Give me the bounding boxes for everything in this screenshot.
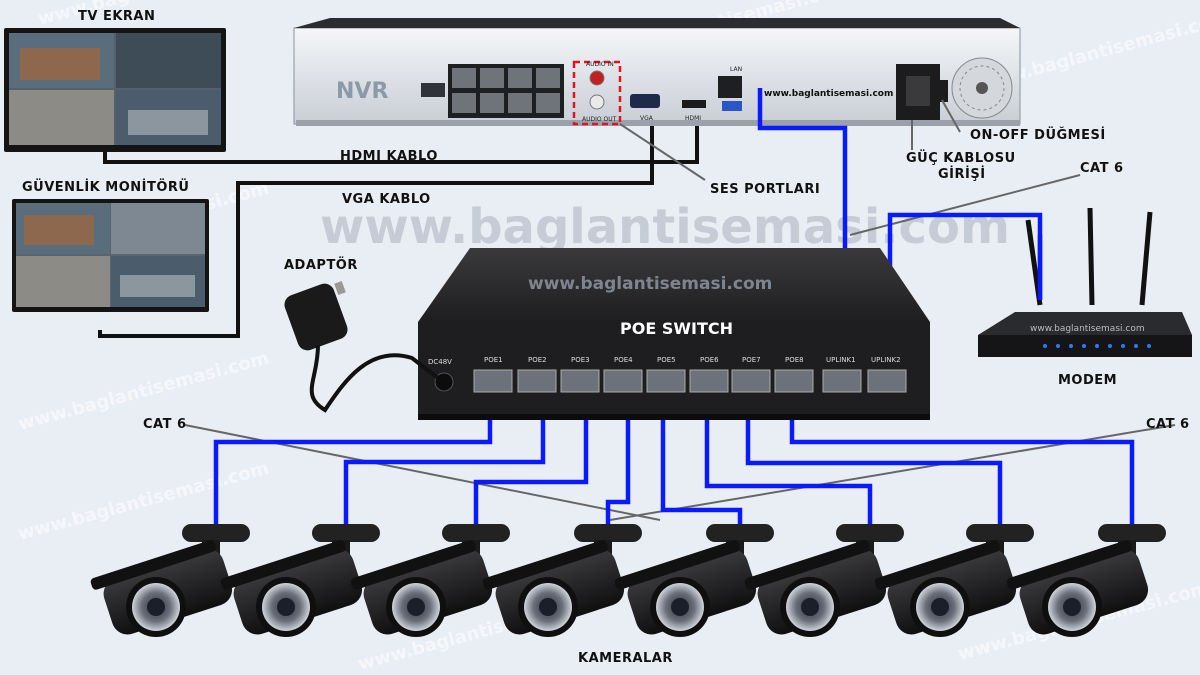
switch-watermark: www.baglantisemasi.com <box>528 274 772 294</box>
vga-cable-line <box>98 118 654 338</box>
tv-screen <box>4 28 226 152</box>
uplink-port-label: UPLINK2 <box>871 356 901 364</box>
poe-switch: POE SWITCH www.baglantisemasi.com DC48V … <box>418 248 930 420</box>
camera <box>482 524 642 637</box>
uplink-port <box>867 369 907 393</box>
poe4-cable <box>605 395 631 530</box>
poe-port <box>646 369 686 393</box>
poe-port <box>774 369 814 393</box>
on-off-switch-label: ON-OFF DÜĞMESİ <box>970 127 1106 143</box>
video-cables <box>98 118 699 338</box>
nvr-device: NVR AUDIO IN AUDIO OUT VGA HDMI LAN ww <box>293 18 1021 126</box>
modem-leds <box>1043 344 1151 348</box>
audio-out-port <box>589 94 605 110</box>
poe-port-label: POE2 <box>528 356 547 364</box>
cat6-label-left: CAT 6 <box>143 417 187 432</box>
nvr-to-uplink1-cable <box>757 88 848 355</box>
dc-port-label: DC48V <box>428 358 452 366</box>
audio-out-label: AUDIO OUT <box>582 116 617 123</box>
poe3-cable <box>473 395 589 530</box>
poe-port-label: POE6 <box>700 356 719 364</box>
nvr-usb-port <box>722 101 742 111</box>
uplink-port <box>822 369 862 393</box>
modem: www.baglantisemasi.com <box>978 207 1192 357</box>
poe-port-label: POE5 <box>657 356 676 364</box>
power-input-label-line2: GİRİŞİ <box>938 166 986 182</box>
poe-port <box>517 369 557 393</box>
dc-power-port <box>434 372 454 392</box>
poe-port <box>603 369 643 393</box>
hdmi-cable-line <box>103 118 699 164</box>
camera <box>874 524 1034 637</box>
audio-ports-label: SES PORTLARI <box>710 182 820 197</box>
modem-label: MODEM <box>1058 373 1117 388</box>
poe7-cable <box>745 395 1003 530</box>
power-adapter <box>284 280 440 413</box>
hdmi-port-label: HDMI <box>685 115 701 122</box>
poe-switch-label: POE SWITCH <box>620 319 733 338</box>
poe-port <box>473 369 513 393</box>
adapter-label: ADAPTÖR <box>284 257 358 273</box>
poe-port <box>560 369 600 393</box>
tv-screen-label: TV EKRAN <box>78 9 155 24</box>
camera <box>614 524 774 637</box>
audio-ports-highlight <box>572 60 622 126</box>
poe-port-label: POE3 <box>571 356 590 364</box>
camera <box>90 524 250 637</box>
power-input-label-line1: GÜÇ KABLOSU <box>906 150 1016 166</box>
poe-port <box>689 369 729 393</box>
poe5-cable <box>660 395 743 530</box>
cat6-label-right: CAT 6 <box>1146 417 1190 432</box>
vga-port-label: VGA <box>640 115 654 122</box>
audio-in-label: AUDIO IN <box>586 61 614 68</box>
lan-port-label: LAN <box>730 66 742 73</box>
nvr-label: NVR <box>336 79 388 104</box>
vga-cable-label: VGA KABLO <box>342 192 431 207</box>
audio-in-port <box>589 70 605 86</box>
nvr-terminal <box>421 83 445 97</box>
watermark-text: www.baglantisemasi.com <box>36 0 291 30</box>
vga-port <box>630 94 660 108</box>
camera <box>744 524 904 637</box>
poe-port <box>731 369 771 393</box>
switch-ports <box>473 369 907 393</box>
poe-port-label: POE8 <box>785 356 804 364</box>
uplink-port-label: UPLINK1 <box>826 356 856 364</box>
nvr-lan-port <box>718 76 742 98</box>
nvr-poe-ports <box>448 64 564 118</box>
security-monitor-label: GÜVENLİK MONİTÖRÜ <box>22 179 189 195</box>
center-watermark: www.baglantisemasi.com <box>320 199 1010 255</box>
hdmi-cable-label: HDMI KABLO <box>340 149 438 164</box>
poe-port-label: POE1 <box>484 356 503 364</box>
cameras-label: KAMERALAR <box>578 651 673 666</box>
on-off-switch <box>934 80 948 102</box>
camera <box>350 524 510 637</box>
poe-port-label: POE4 <box>614 356 633 364</box>
modem-url: www.baglantisemasi.com <box>1030 324 1145 334</box>
nvr-url: www.baglantisemasi.com <box>764 89 893 99</box>
switch-port-labels: POE1 POE2 POE3 POE4 POE5 POE6 POE7 POE8 … <box>484 356 901 364</box>
cameras-group <box>90 524 1166 637</box>
cat6-label-top: CAT 6 <box>1080 161 1124 176</box>
poe2-cable <box>343 395 546 530</box>
security-monitor <box>12 199 209 312</box>
poe6-cable <box>704 395 873 530</box>
poe-port-label: POE7 <box>742 356 761 364</box>
hdmi-port <box>682 100 706 108</box>
camera <box>220 524 380 637</box>
camera <box>1006 524 1166 637</box>
